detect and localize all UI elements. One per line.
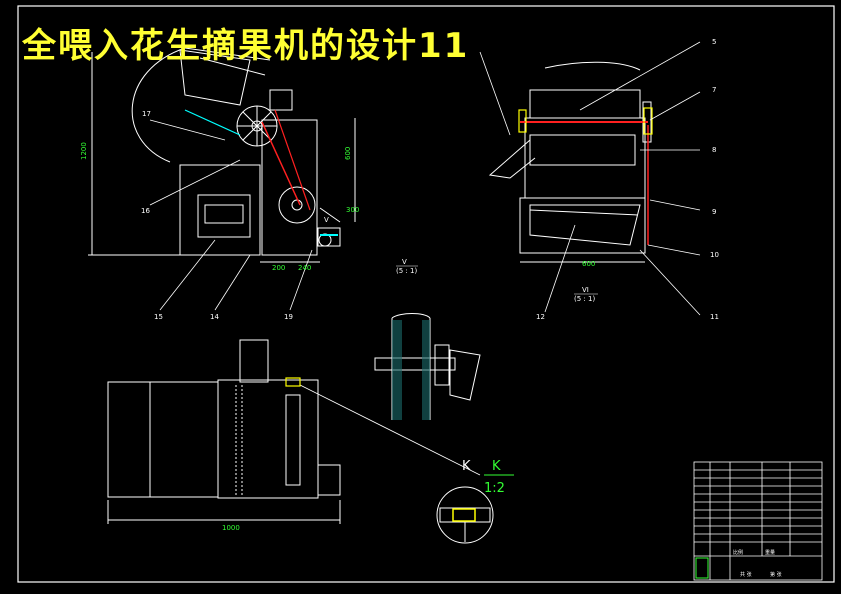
dim-front-w2: 240 (298, 264, 311, 272)
dim-top-width: 1000 (222, 524, 240, 532)
view-v-small: V (324, 216, 329, 224)
top-yellow-part (285, 377, 301, 387)
callout-7: 7 (712, 86, 716, 94)
callout-17: 17 (142, 110, 151, 118)
callout-11: 11 (710, 313, 719, 321)
tb-green-mark (695, 557, 709, 579)
tb-r1: 比例 (733, 549, 743, 556)
detail-k-view: K K 1:2 (436, 459, 514, 544)
top-view (107, 339, 481, 524)
callout-16: 16 (141, 207, 150, 215)
side-yellow-bearing-right (643, 107, 653, 135)
dim-side-width: 600 (582, 260, 595, 268)
side-view-scale: (5 : 1) (574, 295, 595, 303)
callout-8: 8 (712, 146, 716, 154)
front-callouts: 17 16 15 14 19 1200 600 300 200 240 V (80, 110, 359, 321)
detail-k-label: K (492, 459, 501, 474)
front-view-name: V (402, 258, 407, 266)
callout-5: 5 (712, 38, 716, 46)
callout-15: 15 (154, 313, 163, 321)
front-view-scale: (5 : 1) (396, 267, 417, 275)
side-view (488, 61, 652, 263)
callout-12: 12 (536, 313, 545, 321)
dim-front-small: 300 (346, 206, 359, 214)
callout-19: 19 (284, 313, 293, 321)
front-view (88, 47, 356, 263)
detail-k-letter: K (462, 459, 471, 474)
outer-frame (17, 5, 835, 583)
callout-9: 9 (712, 208, 716, 216)
section-hatch-left (392, 320, 402, 420)
belt-red-2 (274, 109, 311, 211)
side-yellow-bearing-left (518, 109, 527, 133)
detail-k-yellow-part (452, 508, 476, 522)
title-block-text: 比例 重量 共 张 第 张 (733, 549, 782, 578)
dim-front-right: 600 (344, 147, 352, 160)
cyan-leader (184, 109, 241, 136)
tb-r4: 第 张 (770, 571, 782, 578)
dim-front-w1: 200 (272, 264, 285, 272)
title-block (693, 461, 823, 581)
dim-front-height: 1200 (80, 142, 88, 160)
front-view-label: V (5 : 1) (396, 258, 418, 275)
callout-14: 14 (210, 313, 219, 321)
side-view-name: VI (582, 286, 589, 294)
side-view-label: VI (5 : 1) (574, 286, 598, 303)
belt-red (261, 121, 301, 206)
tb-r3: 共 张 (740, 571, 752, 578)
section-hatch-right (422, 320, 430, 420)
side-callouts: 5 7 8 9 10 11 12 600 (536, 38, 719, 321)
tb-r2: 重量 (765, 549, 775, 556)
page-title: 全喂入花生摘果机的设计11 (22, 26, 470, 66)
detail-k-scale: 1:2 (484, 481, 505, 496)
callout-10: 10 (710, 251, 719, 259)
